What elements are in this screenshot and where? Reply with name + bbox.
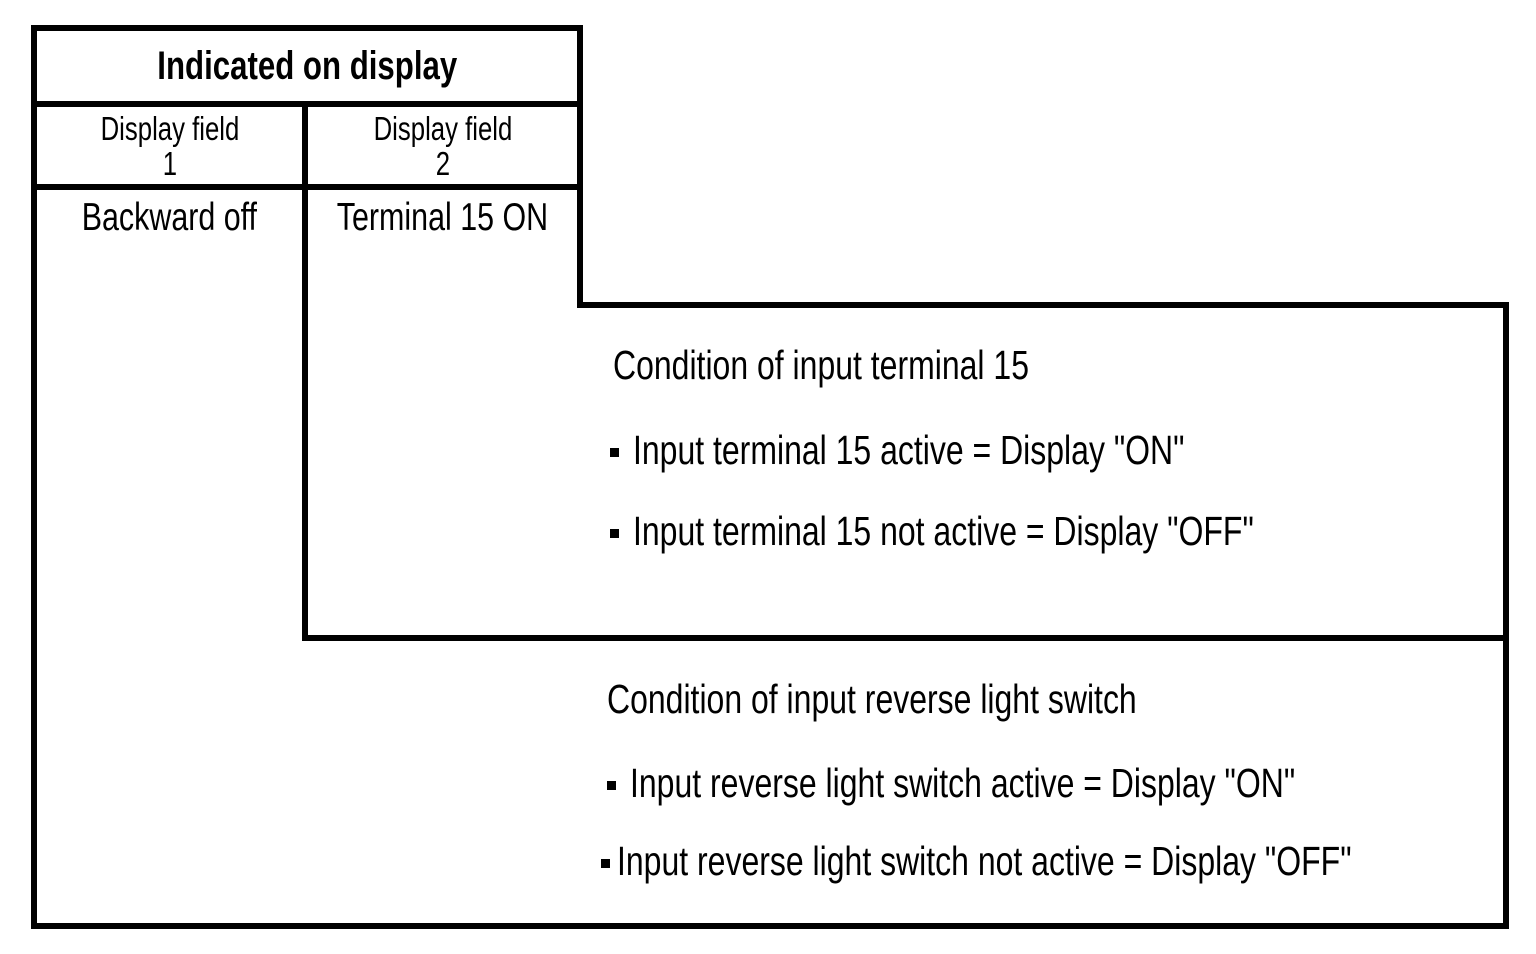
- condition-terminal15-title-text: Condition of input terminal 15: [613, 342, 1029, 388]
- divider-columns: [302, 101, 308, 641]
- condition-terminal15-title: Condition of input terminal 15: [613, 341, 1146, 389]
- cell-display-field-2-value: Terminal 15 ON: [308, 190, 577, 245]
- border-left-edge: [31, 25, 37, 929]
- condition-terminal15-bullet-1: Input terminal 15 active = Display "ON": [610, 426, 1340, 474]
- bullet-icon: [607, 781, 616, 790]
- column-header-display-field-1-label: Display field 1: [100, 109, 239, 182]
- cell-display-field-1-value: Backward off: [37, 190, 302, 245]
- condition-terminal15-bullet-2-text: Input terminal 15 not active = Display "…: [633, 508, 1254, 554]
- bullet-icon: [610, 448, 619, 457]
- bullet-icon: [610, 529, 619, 538]
- condition-terminal15-bullet-1-text: Input terminal 15 active = Display "ON": [633, 427, 1185, 473]
- column-header-display-field-2: Display field 2: [308, 107, 577, 184]
- border-bottom-edge: [31, 923, 1509, 929]
- condition-terminal15-bullet-2: Input terminal 15 not active = Display "…: [610, 507, 1429, 555]
- table-header-title: Indicated on display: [157, 43, 457, 88]
- cell-display-field-2-text: Terminal 15 ON: [336, 195, 549, 239]
- condition-reverse-light-bullet-2: Input reverse light switch not active = …: [601, 837, 1536, 885]
- border-step-edge: [577, 302, 1509, 308]
- column-header-display-field-1: Display field 1: [37, 107, 302, 184]
- condition-reverse-light-bullet-1-text: Input reverse light switch active = Disp…: [630, 760, 1296, 806]
- condition-reverse-light-bullet-2-text: Input reverse light switch not active = …: [617, 838, 1352, 884]
- divider-between-conditions: [302, 635, 1509, 641]
- border-right-lower-edge: [1503, 302, 1509, 929]
- cell-display-field-1-text: Backward off: [81, 195, 258, 239]
- bullet-icon: [601, 859, 610, 868]
- condition-reverse-light-bullet-1: Input reverse light switch active = Disp…: [607, 759, 1483, 807]
- table-header-cell: Indicated on display: [37, 31, 577, 101]
- column-header-display-field-2-label: Display field 2: [373, 109, 512, 182]
- condition-reverse-light-title-text: Condition of input reverse light switch: [607, 676, 1137, 722]
- border-right-upper-edge: [577, 25, 583, 308]
- condition-reverse-light-title: Condition of input reverse light switch: [607, 675, 1286, 723]
- border-top-edge: [31, 25, 583, 31]
